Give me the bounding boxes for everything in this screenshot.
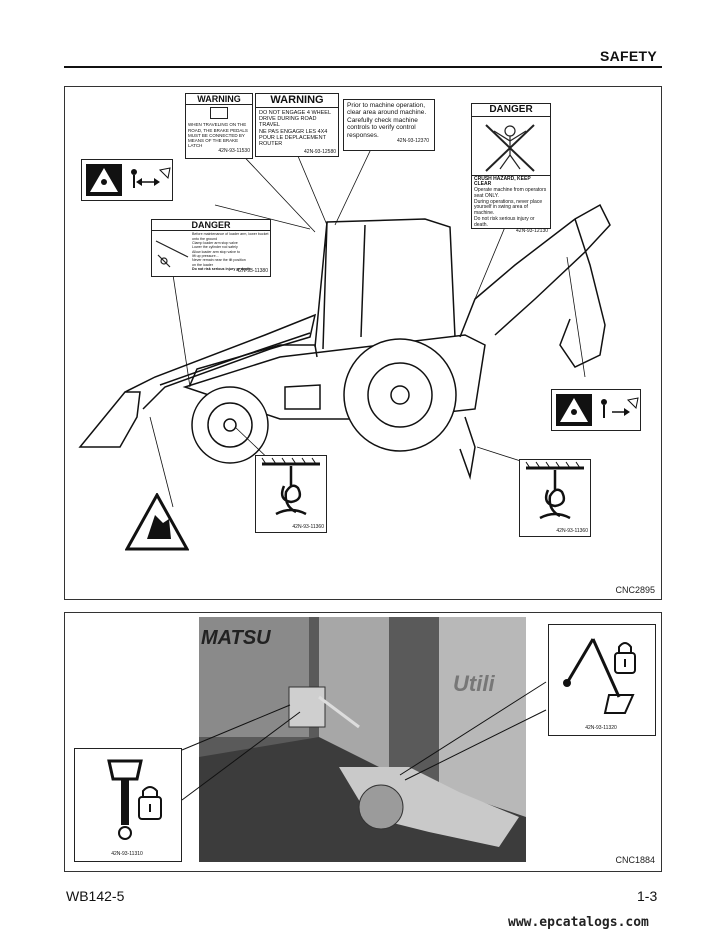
warning-4wd-line: DRIVE DURING ROAD TRAVEL (259, 115, 317, 129)
notice-line: Prior to machine operation, (347, 102, 426, 109)
danger-loader-line: Do not risk serious injury or death. (192, 266, 252, 271)
keep-clear-icon (86, 164, 171, 196)
notice-line: controls to verify control (347, 124, 416, 132)
keep-clear-icon (556, 394, 639, 426)
crush-hazard-icon (485, 123, 535, 172)
lock-decal-left: 42N-93-11310 (74, 748, 182, 862)
part-number: 42N-93-11380 (236, 268, 268, 275)
model-number: WB142-5 (66, 888, 125, 904)
danger-loader-line: Never remain near the tilt position (192, 258, 246, 263)
photo-text-left: MATSU (201, 627, 271, 649)
loader-arm-icon (155, 240, 189, 268)
keep-clear-decal-right (551, 389, 641, 431)
part-number: 42N-93-11360 (556, 527, 588, 534)
part-number: 42N-93-11320 (585, 724, 617, 731)
lifting-hook-decal-right: 42N-93-11360 (519, 459, 591, 537)
warning-brake-line: WHEN TRAVELING ON THE (188, 122, 247, 128)
header-rule (64, 66, 662, 68)
danger-crush-line: Do not risk serious injury or death. (474, 215, 535, 228)
figure-label: CNC2895 (615, 585, 655, 595)
warning-4wd-title: WARNING (256, 94, 338, 108)
section-title: SAFETY (600, 48, 658, 64)
lifting-hook-icon (525, 461, 584, 520)
part-number: 42N-93-12370 (397, 138, 429, 145)
danger-crush-line: yourself in swing area of machine. (474, 204, 528, 216)
danger-loader-line: lift up pressure... (192, 253, 219, 258)
danger-crush-subtitle: CRUSH HAZARD, KEEP CLEAR (474, 175, 531, 188)
danger-loader-line: Clamp loader arm stop valve (192, 240, 238, 245)
warning-brake-line: MUST BE CONNECTED BY (188, 132, 245, 138)
lever-lock-icon (107, 759, 162, 840)
part-number: 42N-93-12130 (516, 228, 548, 235)
part-number: 42N-93-11360 (292, 523, 324, 530)
danger-loader-line: Lower the cylinder rod safely (192, 245, 238, 250)
lifting-hook-icon (261, 457, 320, 516)
warning-4wd-line: ROUTER (259, 141, 283, 148)
photo-text-right: Utili (453, 671, 495, 696)
warning-4wd-line: POUR LE DEPLACEMENT (259, 134, 326, 141)
lifting-hook-decal-left: 42N-93-11360 (255, 455, 327, 533)
danger-loader-line: Before maintenance of loader arm, lower … (192, 232, 269, 237)
warning-4wd-line: DO NOT ENGAGE 4 WHEEL (259, 109, 332, 116)
keep-clear-decal-left (81, 159, 173, 201)
warning-4wd-decal: WARNING DO NOT ENGAGE 4 WHEEL DRIVE DURI… (255, 93, 339, 157)
warning-brake-line: MEANS OF THE BRAKE LATCH (188, 137, 239, 149)
danger-crush-decal: DANGER CRUSH HAZARD, KEEP CLEAR Operate … (471, 103, 551, 234)
lock-decal-right: 42N-93-11320 (548, 624, 656, 736)
hand-crush-warning-icon (125, 493, 189, 551)
notice-line: Carefully check machine (347, 116, 418, 124)
warning-brake-decal: WARNING WHEN TRAVELING ON THE ROAD, THE … (185, 93, 253, 159)
operation-notice-decal: Prior to machine operation, clear area a… (343, 99, 435, 151)
danger-loader-line: onto the ground (192, 236, 218, 241)
danger-crush-title: DANGER (472, 104, 550, 117)
danger-loader-line: on the loader (192, 262, 213, 267)
figure-backhoe-decals: WARNING WHEN TRAVELING ON THE ROAD, THE … (64, 86, 662, 600)
danger-crush-line: seat ONLY. (474, 192, 499, 199)
figure-label: CNC1884 (615, 855, 655, 865)
part-number: 42N-93-11530 (218, 148, 250, 155)
notice-line: responses. (347, 131, 379, 139)
boom-lock-icon (563, 638, 636, 714)
machine-photo: MATSU Utili (199, 617, 526, 862)
backhoe-loader-drawing (78, 146, 611, 508)
brake-pedal-icon (210, 107, 228, 120)
danger-loader-decal: DANGER Before maintenance of loader arm,… (151, 219, 271, 277)
page-number: 1-3 (637, 888, 658, 904)
notice-line: clear area around machine. (347, 109, 427, 117)
danger-loader-title: DANGER (152, 220, 270, 232)
warning-brake-line: ROAD, THE BRAKE PEDALS (188, 127, 248, 133)
danger-crush-line: During operations, never place (474, 198, 543, 205)
watermark: www.epcatalogs.com (508, 915, 649, 930)
danger-loader-line: Allow loader arm stop valve to (192, 249, 240, 254)
part-number: 42N-93-12580 (304, 148, 336, 155)
danger-crush-line: Operate machine from operators (474, 187, 547, 193)
part-number: 42N-93-11310 (111, 850, 143, 857)
warning-brake-title: WARNING (186, 94, 252, 106)
warning-4wd-line: NE PAS ENGAGR LES 4X4 (259, 128, 328, 135)
